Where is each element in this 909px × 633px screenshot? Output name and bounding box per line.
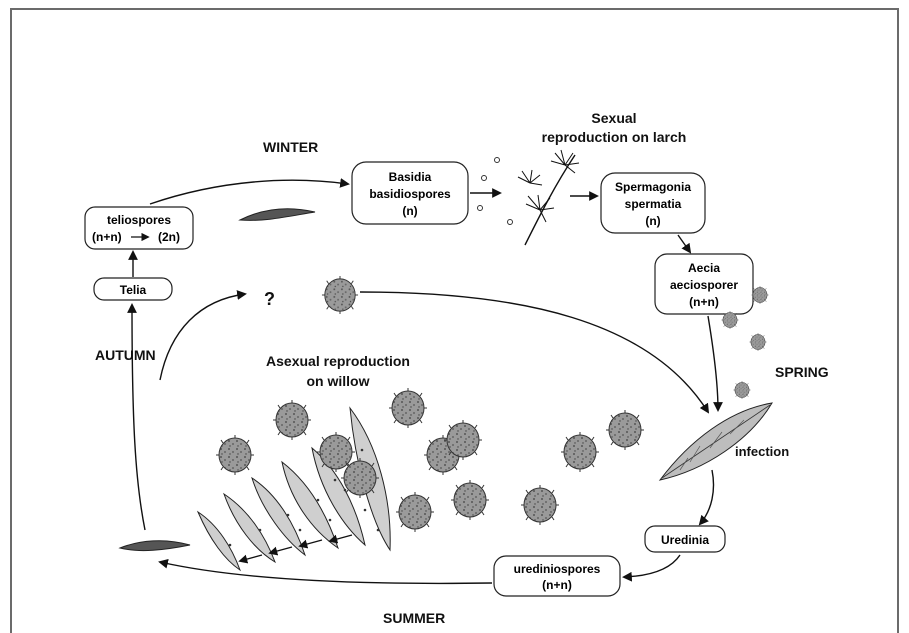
- sexual-title-line2: reproduction on larch: [542, 129, 687, 145]
- fallen-leaf-winter: [238, 208, 316, 221]
- node-basidia: Basidia basidiospores (n): [351, 161, 469, 225]
- arrow-urediniospores-to-leaf: [158, 558, 493, 585]
- basidia-line1: Basidia: [389, 170, 432, 184]
- spermagonia-line3: (n): [645, 214, 660, 228]
- aecia-line3: (n+n): [689, 295, 719, 309]
- season-winter-label: WINTER: [263, 139, 318, 155]
- node-telia: Telia: [93, 277, 173, 301]
- urediniospores-line1: urediniospores: [514, 562, 601, 576]
- question-mark: ?: [264, 289, 275, 309]
- spermagonia-line2: spermatia: [625, 197, 682, 211]
- cycle-arrows: [127, 178, 723, 585]
- arrow-aecia-to-leaf: [707, 315, 723, 412]
- arrow-spermagonia-to-aecia: [677, 234, 692, 254]
- sexual-title-line1: Sexual: [591, 110, 636, 126]
- figure-frame: [10, 8, 899, 633]
- arrow-question-return: [159, 290, 247, 381]
- infected-leaf: [658, 402, 773, 481]
- arrow-teliospores-to-basidia: [149, 178, 350, 205]
- teliospores-line2a: (n+n): [92, 230, 122, 244]
- telia-line1: Telia: [120, 283, 147, 297]
- spermatia-dots: [477, 157, 513, 225]
- season-autumn-label: AUTUMN: [95, 347, 156, 363]
- basidia-line3: (n): [402, 204, 417, 218]
- willow-inner-arrows: [238, 534, 353, 564]
- aecia-line2: aeciosporer: [670, 278, 738, 292]
- node-uredinia: Uredinia: [644, 525, 726, 553]
- node-teliospores: teliospores (n+n) (2n): [84, 206, 194, 250]
- infection-label: infection: [735, 444, 789, 459]
- arrow-uredinia-to-urediniospores: [622, 554, 681, 582]
- urediniospores-line2: (n+n): [542, 578, 572, 592]
- node-aecia: Aecia aeciosporer (n+n): [654, 253, 754, 315]
- season-summer-label: SUMMER: [383, 610, 445, 626]
- teliospores-line2b: (2n): [158, 230, 180, 244]
- spermagonia-line1: Spermagonia: [615, 180, 691, 194]
- season-spring-label: SPRING: [775, 364, 829, 380]
- asexual-title-line1: Asexual reproduction: [266, 353, 410, 369]
- teliospores-line1: teliospores: [107, 213, 171, 227]
- node-urediniospores: urediniospores (n+n): [493, 555, 621, 597]
- aecia-line1: Aecia: [688, 261, 720, 275]
- uredinia-line1: Uredinia: [661, 533, 709, 547]
- larch-twig: [517, 149, 580, 246]
- arrow-spore-to-leaf: [359, 291, 710, 414]
- arrow-leaf-to-telia-autumn: [127, 303, 146, 531]
- arrow-leaf-to-uredinia: [698, 469, 715, 526]
- node-spermagonia: Spermagonia spermatia (n): [600, 172, 706, 234]
- fallen-leaf-autumn: [118, 540, 191, 552]
- asexual-title-line2: on willow: [307, 373, 370, 389]
- basidia-line2: basidiospores: [369, 187, 451, 201]
- overwintering-spore: [321, 275, 359, 315]
